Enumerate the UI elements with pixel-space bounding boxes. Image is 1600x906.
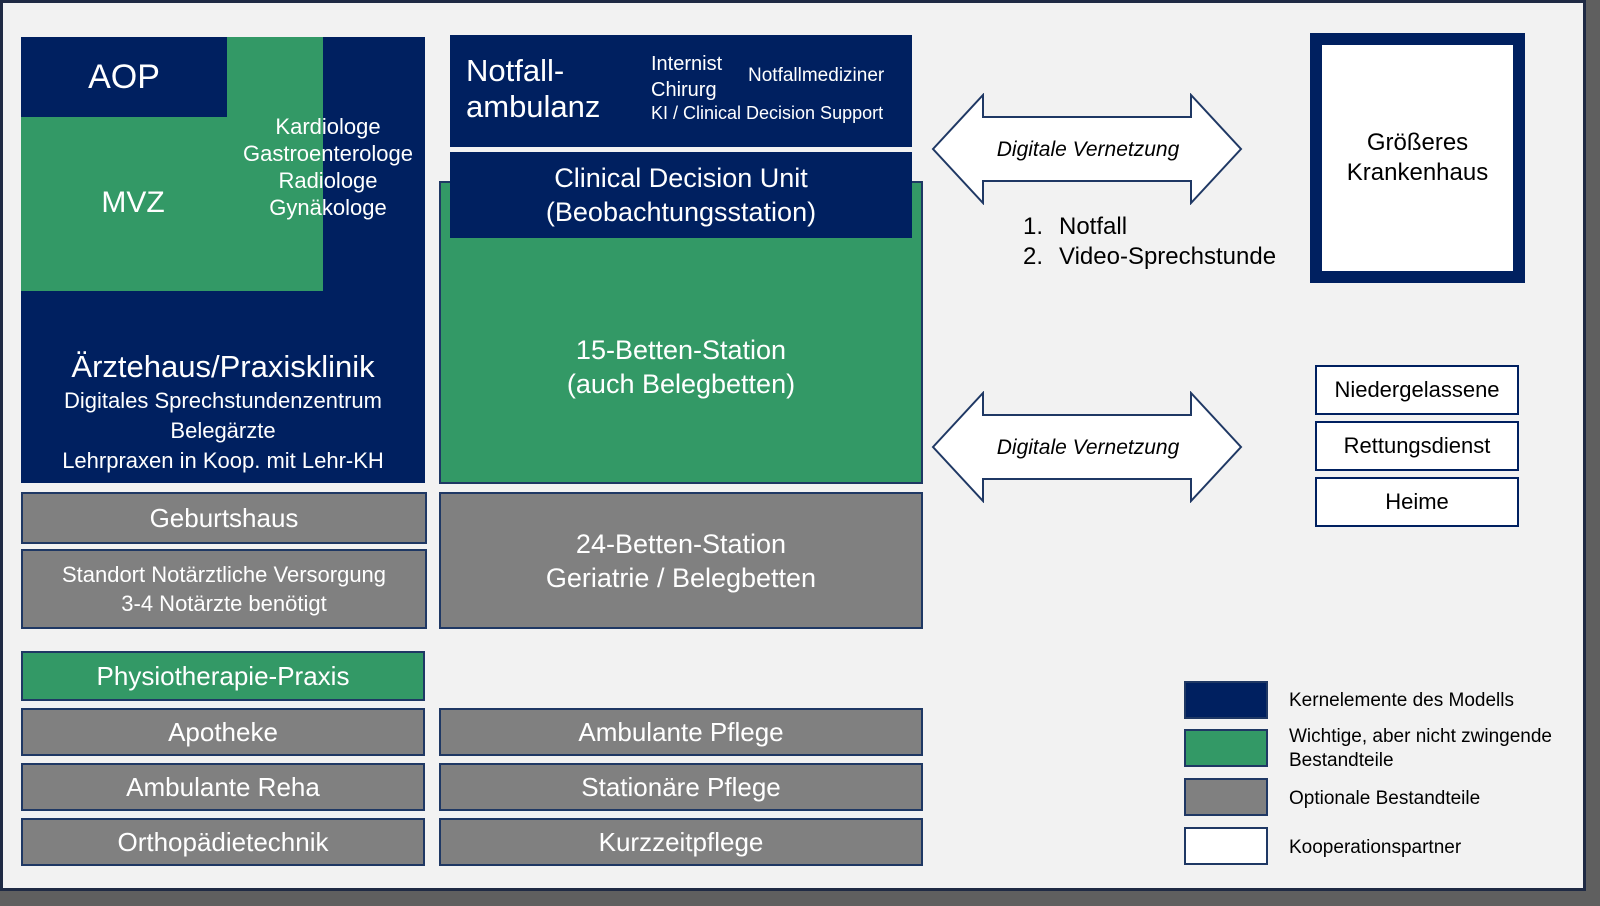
station24-line2: Geriatrie / Belegbetten <box>545 562 817 593</box>
arrow1-label: Digitale Vernetzung <box>996 138 1180 161</box>
aop-block: AOP <box>21 37 227 117</box>
notarzt-line2: 3-4 Notärzte benötigt <box>121 591 327 616</box>
notarzt-box: Standort Notärztliche Versorgung 3-4 Not… <box>21 549 427 629</box>
specialist-item: Radiologe <box>278 168 378 193</box>
specialist-item: Kardiologe <box>275 114 381 139</box>
notfall-title: Notfall- ambulanz <box>466 53 600 125</box>
krankenhaus-line1: Größeres <box>1366 129 1469 156</box>
cdu-box: Clinical Decision Unit (Beobachtungsstat… <box>450 152 912 238</box>
list-item: 1.Notfall <box>1023 213 1128 240</box>
ambulante-pflege-box: Ambulante Pflege <box>439 708 923 756</box>
apotheke-box: Apotheke <box>21 708 425 756</box>
legend-swatch-core <box>1184 681 1268 719</box>
connection-list: 1.Notfall 2.Video-Sprechstunde <box>1023 212 1276 272</box>
aerztehaus-title: Ärztehaus/Praxisklinik <box>71 349 375 384</box>
physio-box: Physiotherapie-Praxis <box>21 651 425 701</box>
station15-text: 15-Betten-Station (auch Belegbetten) <box>439 329 923 405</box>
station24-line1: 24-Betten-Station <box>575 528 787 559</box>
mvz-label: MVZ <box>101 186 165 219</box>
notfallambulanz-box: Notfall- ambulanz Internist Chirurg Notf… <box>450 35 912 147</box>
kurzzeitpflege-label: Kurzzeitpflege <box>598 826 764 857</box>
legend-swatch-partner <box>1184 827 1268 865</box>
partner-box: Heime <box>1315 477 1519 527</box>
notfall-roles: Internist Chirurg <box>651 51 722 103</box>
apotheke-label: Apotheke <box>168 716 278 747</box>
partner-box: Rettungsdienst <box>1315 421 1519 471</box>
station15-line1: 15-Betten-Station <box>575 335 787 365</box>
ortho-box: Orthopädietechnik <box>21 818 425 866</box>
mvz-label-wrap: MVZ <box>63 183 203 223</box>
specialist-item: Gynäkologe <box>269 195 387 220</box>
partner-label: Heime <box>1385 489 1449 514</box>
legend-label: Wichtige, aber nicht zwingende Bestandte… <box>1289 726 1552 771</box>
notfall-line2: ambulanz <box>466 89 601 124</box>
legend-swatch-important <box>1184 729 1268 767</box>
partner-label: Niedergelassene <box>1334 377 1500 402</box>
station15-line2: (auch Belegbetten) <box>566 369 796 399</box>
internist-label: Internist <box>651 53 723 75</box>
chirurg-label: Chirurg <box>651 79 717 101</box>
krankenhaus-line2: Krankenhaus <box>1346 159 1489 186</box>
aerztehaus-text: Ärztehaus/Praxisklinik Digitales Sprechs… <box>21 345 425 479</box>
station24-box: 24-Betten-Station Geriatrie / Belegbette… <box>439 492 923 629</box>
cdu-line2: (Beobachtungsstation) <box>545 197 817 227</box>
kurzzeitpflege-box: Kurzzeitpflege <box>439 818 923 866</box>
specialist-item: Gastroenterologe <box>243 141 413 166</box>
stationaere-pflege-label: Stationäre Pflege <box>581 771 781 802</box>
aerztehaus-line: Digitales Sprechstundenzentrum <box>64 388 382 413</box>
ambulante-pflege-label: Ambulante Pflege <box>578 716 784 747</box>
legend-label: Kernelemente des Modells <box>1289 690 1514 711</box>
geburtshaus-box: Geburtshaus <box>21 492 427 544</box>
diagram-canvas: AOP MVZ Kardiologe Gastroenterologe Radi… <box>0 0 1586 891</box>
aop-label: AOP <box>88 57 160 96</box>
stationaere-pflege-box: Stationäre Pflege <box>439 763 923 811</box>
legend-swatch-optional <box>1184 778 1268 816</box>
arrow2-label: Digitale Vernetzung <box>996 436 1180 459</box>
partner-label: Rettungsdienst <box>1343 433 1491 458</box>
ortho-label: Orthopädietechnik <box>117 826 329 857</box>
ki-support-label: KI / Clinical Decision Support <box>651 103 884 123</box>
reha-box: Ambulante Reha <box>21 763 425 811</box>
cdu-line1: Clinical Decision Unit <box>554 163 808 193</box>
legend-label: Optionale Bestandteile <box>1289 788 1481 809</box>
aerztehaus-line: Lehrpraxen in Koop. mit Lehr-KH <box>62 448 384 473</box>
notfall-line1: Notfall- <box>466 53 565 88</box>
krankenhaus-box: Größeres Krankenhaus <box>1310 33 1525 283</box>
double-arrow-icon <box>931 391 1243 503</box>
legend-label: Kooperationspartner <box>1289 837 1462 858</box>
reha-label: Ambulante Reha <box>126 771 320 802</box>
physio-label: Physiotherapie-Praxis <box>96 660 350 691</box>
partner-box: Niedergelassene <box>1315 365 1519 415</box>
notarzt-line1: Standort Notärztliche Versorgung <box>61 562 387 587</box>
double-arrow-icon <box>931 93 1243 205</box>
list-item: 2.Video-Sprechstunde <box>1023 243 1277 270</box>
geburtshaus-label: Geburtshaus <box>149 502 299 533</box>
specialists-list: Kardiologe Gastroenterologe Radiologe Gy… <box>233 111 423 223</box>
aerztehaus-line: Belegärzte <box>170 418 276 443</box>
notfallmediziner-label: Notfallmediziner <box>748 65 885 86</box>
